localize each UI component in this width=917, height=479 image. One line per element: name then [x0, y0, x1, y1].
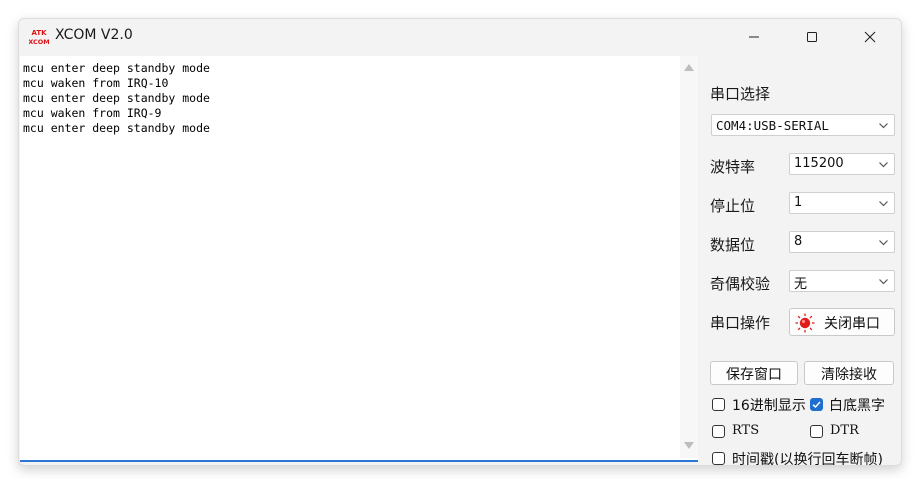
data-bits-value: 8 [794, 234, 803, 249]
save-window-label: 保存窗口 [726, 367, 782, 383]
window-title: XCOM V2.0 [55, 27, 133, 43]
maximize-icon [807, 32, 817, 42]
chevron-down-icon [879, 279, 888, 285]
console-line: mcu enter deep standby mode [23, 91, 210, 105]
checkmark-icon [812, 401, 821, 409]
chevron-down-icon [879, 240, 888, 246]
receive-area[interactable]: mcu enter deep standby mode mcu waken fr… [20, 56, 698, 462]
console-line: mcu enter deep standby mode [23, 121, 210, 135]
minimize-button[interactable] [725, 19, 783, 55]
console-line: mcu waken from IRQ-10 [23, 76, 169, 90]
timestamp-label: 时间戳(以换行回车断帧) [732, 452, 883, 466]
close-button[interactable] [841, 19, 899, 55]
white-black-label: 白底黑字 [829, 398, 885, 414]
hex-display-label: 16进制显示 [732, 398, 806, 414]
xcom-app-icon: ATK XCOM [29, 29, 49, 46]
port-status-led-icon [795, 313, 815, 333]
receive-text: mcu enter deep standby mode mcu waken fr… [23, 61, 210, 136]
stop-bits-select[interactable]: 1 [789, 192, 895, 214]
chevron-down-icon [879, 201, 888, 207]
close-port-label: 关闭串口 [824, 316, 880, 332]
minimize-icon [749, 36, 759, 38]
data-bits-select[interactable]: 8 [789, 231, 895, 253]
settings-panel: 串口选择 COM4:USB-SERIAL 波特率 115200 停止位 1 数据… [701, 56, 899, 465]
dtr-checkbox[interactable] [810, 425, 823, 438]
port-select-value: COM4:USB-SERIAL [716, 118, 829, 133]
scroll-up-arrow-icon[interactable] [684, 64, 694, 71]
parity-label: 奇偶校验 [710, 275, 771, 293]
scroll-down-arrow-icon[interactable] [684, 442, 694, 449]
close-icon [864, 31, 876, 43]
icon-text-bottom: XCOM [29, 38, 49, 46]
port-operation-label: 串口操作 [710, 314, 771, 332]
rts-checkbox[interactable] [712, 425, 725, 438]
save-window-button[interactable]: 保存窗口 [710, 361, 798, 385]
rts-label: RTS [732, 423, 760, 438]
title-bar[interactable]: ATK XCOM XCOM V2.0 [19, 19, 901, 55]
port-select-label: 串口选择 [710, 85, 771, 103]
port-select[interactable]: COM4:USB-SERIAL [711, 114, 895, 136]
clear-receive-label: 清除接收 [821, 367, 877, 383]
xcom-window: ATK XCOM XCOM V2.0 mcu enter deep standb… [18, 18, 902, 466]
console-line: mcu enter deep standby mode [23, 61, 210, 75]
stop-bits-label: 停止位 [710, 197, 756, 215]
icon-text-top: ATK [31, 29, 47, 37]
parity-select[interactable]: 无 [789, 270, 895, 292]
chevron-down-icon [879, 162, 888, 168]
white-black-checkbox[interactable] [810, 398, 823, 411]
chevron-down-icon [879, 123, 888, 129]
dtr-label: DTR [830, 423, 859, 438]
maximize-button[interactable] [783, 19, 841, 55]
data-bits-label: 数据位 [710, 236, 756, 254]
clear-receive-button[interactable]: 清除接收 [804, 361, 894, 385]
baud-rate-value: 115200 [794, 156, 844, 171]
baud-rate-label: 波特率 [710, 158, 756, 176]
baud-rate-select[interactable]: 115200 [789, 153, 895, 175]
console-line: mcu waken from IRQ-9 [23, 106, 162, 120]
vertical-scrollbar[interactable] [680, 56, 698, 458]
timestamp-checkbox[interactable] [712, 452, 725, 465]
close-port-button[interactable]: 关闭串口 [789, 308, 895, 336]
parity-value: 无 [794, 277, 808, 292]
stop-bits-value: 1 [794, 195, 803, 210]
hex-display-checkbox[interactable] [712, 398, 725, 411]
